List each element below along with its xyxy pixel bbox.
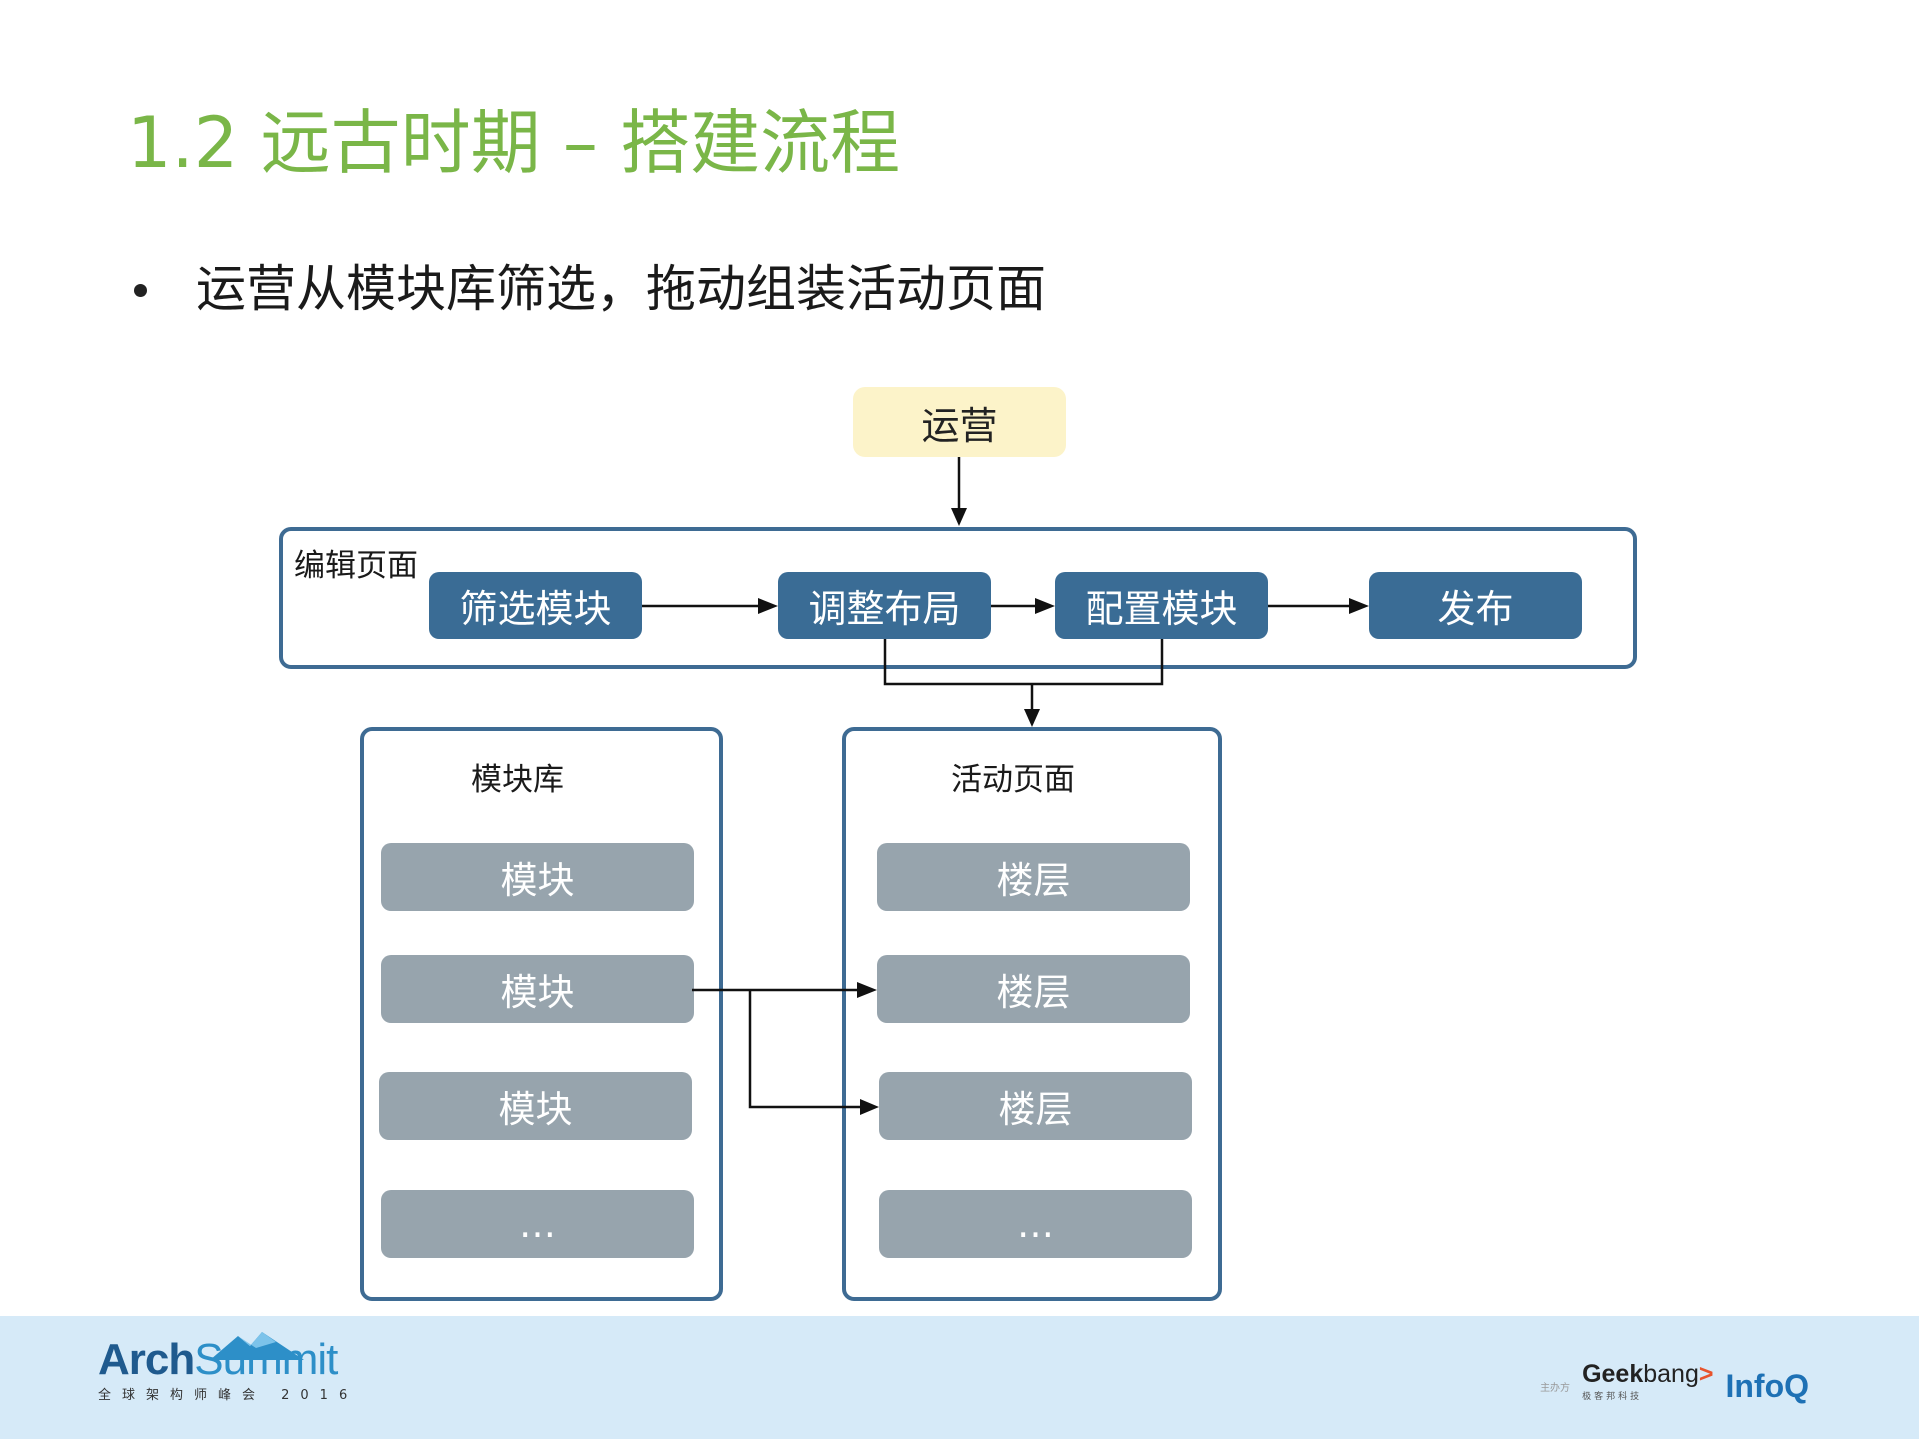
arrowhead bbox=[758, 598, 778, 614]
sponsor-logos: 主办方 Geekbang> 极客邦科技 InfoQ bbox=[1540, 1360, 1809, 1404]
infoq-logo: InfoQ bbox=[1725, 1368, 1809, 1404]
arrowhead bbox=[1035, 598, 1055, 614]
slide-title: 1.2 远古时期 – 搭建流程 bbox=[127, 102, 901, 184]
arrowhead bbox=[860, 1099, 879, 1115]
step-publish: 发布 bbox=[1369, 572, 1582, 639]
geekbang-logo: Geekbang> 极客邦科技 bbox=[1582, 1360, 1714, 1403]
module-to-floor-arrow-2 bbox=[748, 990, 860, 1109]
library-item: 模块 bbox=[381, 955, 694, 1023]
step-configure-modules: 配置模块 bbox=[1055, 572, 1268, 639]
arrowhead bbox=[951, 508, 967, 526]
step-adjust-layout: 调整布局 bbox=[778, 572, 991, 639]
arrowhead bbox=[857, 982, 877, 998]
editor-merge-bracket bbox=[883, 639, 1164, 686]
mountain-icon bbox=[210, 1332, 304, 1360]
arrowhead bbox=[1024, 709, 1040, 727]
activity-page-label: 活动页面 bbox=[951, 762, 1075, 798]
bullet-text: 运营从模块库筛选，拖动组装活动页面 bbox=[196, 260, 1046, 318]
bullet-dot bbox=[134, 284, 147, 297]
arrowhead bbox=[1349, 598, 1369, 614]
archsummit-subtitle: 全球架构师峰会 2016 bbox=[98, 1388, 359, 1403]
floor-item: 楼层 bbox=[877, 955, 1190, 1023]
sponsor-label: 主办方 bbox=[1540, 1383, 1571, 1394]
library-item: 模块 bbox=[381, 843, 694, 911]
floor-item: … bbox=[879, 1190, 1192, 1258]
archsummit-logo: ArchSummit 全球架构师峰会 2016 bbox=[98, 1332, 359, 1403]
module-library-label: 模块库 bbox=[471, 762, 564, 798]
floor-item: 楼层 bbox=[879, 1072, 1192, 1140]
floor-item: 楼层 bbox=[877, 843, 1190, 911]
editor-panel-label: 编辑页面 bbox=[294, 548, 418, 584]
footer-band bbox=[0, 1316, 1919, 1439]
step-filter-modules: 筛选模块 bbox=[429, 572, 642, 639]
library-item: 模块 bbox=[379, 1072, 692, 1140]
operator-node: 运营 bbox=[853, 387, 1066, 457]
library-item: … bbox=[381, 1190, 694, 1258]
